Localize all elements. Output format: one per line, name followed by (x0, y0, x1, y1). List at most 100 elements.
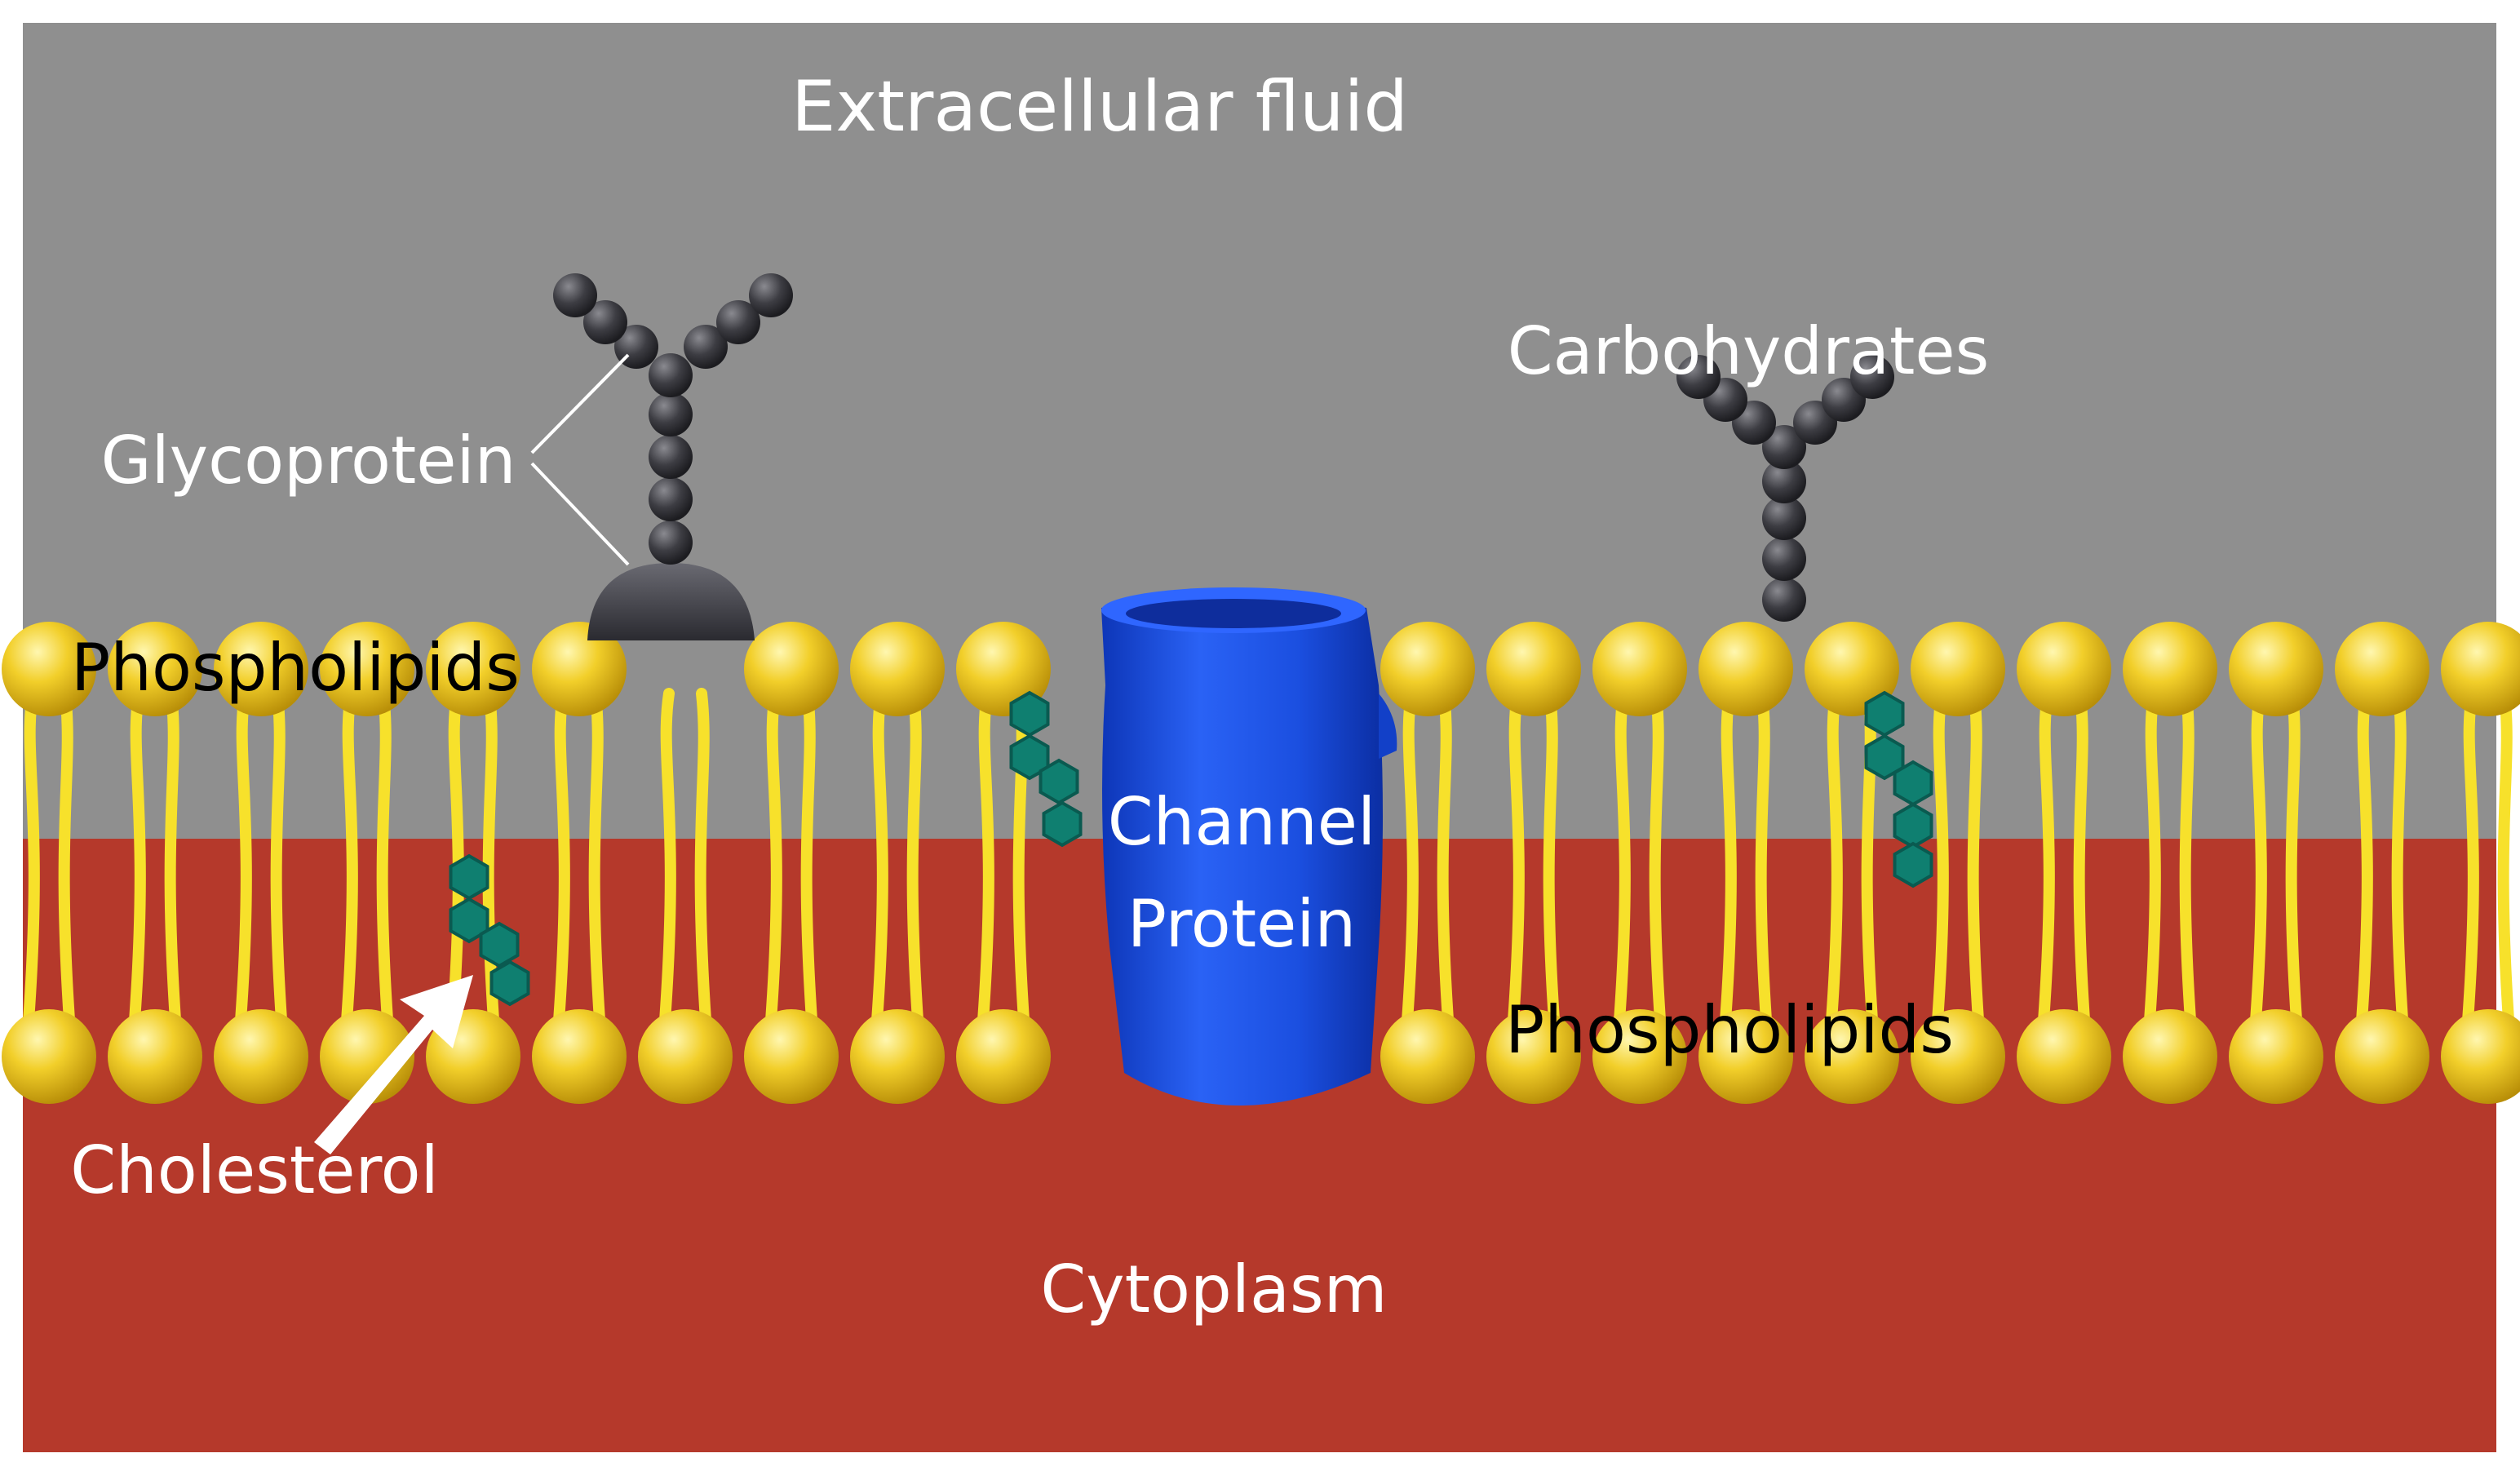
carbohydrate-bead (1762, 496, 1806, 540)
lipid-tail (128, 688, 146, 1038)
lipid-head (850, 622, 945, 716)
lipid-tail (270, 688, 288, 1038)
lipid-tail (2073, 688, 2091, 1038)
lipid-head (1592, 622, 1687, 716)
cholesterol-ring (1039, 758, 1079, 805)
glycoprotein-carbohydrate-chain (553, 273, 793, 565)
lipid-tail (2497, 688, 2515, 1038)
cholesterol-ring (1893, 802, 1933, 849)
lipid-tail (2143, 688, 2161, 1038)
lipid-tail (552, 688, 570, 1038)
lipid-head (108, 622, 202, 716)
carbohydrate-bead (1762, 425, 1806, 469)
lipid-head (1486, 1009, 1581, 1104)
lipid-tail (870, 688, 888, 1038)
lipid-head (1805, 1009, 1899, 1104)
carbohydrate-bead (649, 477, 693, 521)
lipid-head (1380, 622, 1475, 716)
cholesterol-ring (1009, 690, 1050, 738)
cholesterol-ring (1042, 800, 1083, 848)
carbohydrate-bead (1850, 355, 1894, 399)
lipid-tail (1437, 688, 1455, 1038)
lipid-head (532, 1009, 627, 1104)
cholesterol-ring (479, 921, 520, 968)
lipid-tail (2037, 688, 2055, 1038)
lipid-head (2441, 622, 2520, 716)
label-protein: Protein (1127, 886, 1356, 962)
lipid-head (1805, 622, 1899, 716)
carbohydrate-bead (716, 300, 760, 344)
carbohydrate-bead (1762, 537, 1806, 581)
cholesterol-ring (449, 853, 489, 901)
lipid-tail (2249, 688, 2267, 1038)
carbohydrate-bead (749, 273, 793, 317)
lipid-tail (1931, 688, 1949, 1038)
label-phospholipids-top: Phospholipids (71, 630, 520, 706)
lipid-head (2229, 1009, 2323, 1104)
lipid-head (1911, 622, 2005, 716)
lipid-tail (22, 688, 40, 1038)
lipid-tail (2391, 688, 2409, 1038)
lipid-head (426, 622, 520, 716)
lipid-tail (58, 688, 76, 1038)
carbohydrate-bead (1762, 578, 1806, 622)
lipid-tail (340, 688, 358, 1038)
carbohydrate-bead (649, 353, 693, 397)
lipid-tail (164, 688, 182, 1038)
label-cholesterol: Cholesterol (70, 1132, 439, 1208)
lipid-tails (22, 688, 2515, 1038)
lipid-tail (1649, 688, 1667, 1038)
lipid-head (1911, 1009, 2005, 1104)
lipid-head (1698, 1009, 1793, 1104)
carbohydrate-bead (583, 300, 627, 344)
lipid-head (2123, 622, 2217, 716)
lipid-tail (234, 688, 252, 1038)
lipid-tail (1401, 688, 1419, 1038)
label-cytoplasm: Cytoplasm (1040, 1252, 1387, 1327)
lipid-head (214, 1009, 308, 1104)
lipid-head (2123, 1009, 2217, 1104)
lipid-tail (1825, 688, 1843, 1038)
label-glycoprotein: Glycoprotein (101, 423, 516, 498)
lipid-tail (2461, 688, 2479, 1038)
label-phospholipids-bottom: Phospholipids (1505, 992, 1954, 1068)
cholesterol-ring (1893, 841, 1933, 888)
carbohydrate-bead (1676, 355, 1721, 399)
carbohydrate-bead (649, 521, 693, 565)
lipid-head (2017, 622, 2111, 716)
lipid-head (2441, 1009, 2520, 1104)
lipid-tail (906, 688, 924, 1038)
lipid-tail (588, 688, 606, 1038)
carbohydrate-bead (649, 392, 693, 436)
glycoprotein (530, 273, 793, 640)
label-channel: Channel (1108, 784, 1375, 860)
lipid-tail (1755, 688, 1773, 1038)
lipid-head (320, 622, 414, 716)
lipid-tail (977, 688, 994, 1038)
label-carbohydrates: Carbohydrates (1508, 313, 1990, 389)
cytoplasm-region-lower (23, 1052, 2496, 1452)
lipid-tail (2285, 688, 2303, 1038)
carbohydrate-bead (684, 325, 728, 369)
carbohydrate-bead (553, 273, 597, 317)
cholesterol-ring (489, 959, 530, 1007)
lipid-tail (694, 688, 712, 1038)
lipid-head (2017, 1009, 2111, 1104)
lipid-head (1380, 1009, 1475, 1104)
cholesterol-ring (1864, 690, 1905, 738)
lipid-head (2335, 1009, 2429, 1104)
lipid-tail (800, 688, 818, 1038)
lipid-head (1486, 622, 1581, 716)
lipid-tail (1719, 688, 1737, 1038)
lipid-tail (1613, 688, 1631, 1038)
lipid-head (638, 1009, 733, 1104)
lipid-head (532, 622, 627, 716)
lipid-head (2, 1009, 96, 1104)
lipid-heads-inner-leaflet (2, 1009, 2520, 1104)
lipid-tail (1967, 688, 1985, 1038)
carbohydrate-bead (1762, 459, 1806, 503)
lipid-head (850, 1009, 945, 1104)
lipid-head (744, 622, 839, 716)
